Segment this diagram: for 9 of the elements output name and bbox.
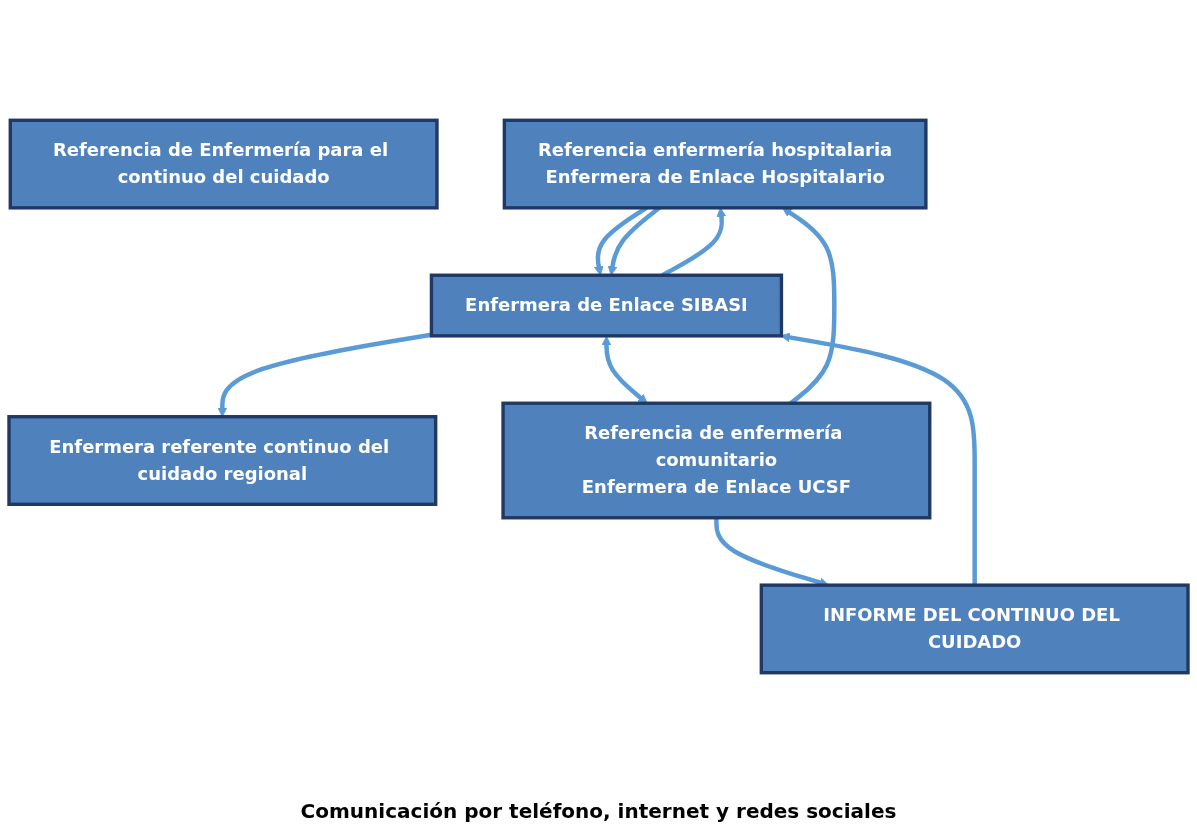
node-box: Referencia enfermería hospitalaria Enfermera de Enlace Hospitalario [502, 118, 928, 210]
arrow [601, 335, 648, 404]
node-box: Referencia de Enfermería para el continuo del cuidado [8, 118, 439, 210]
node-box: INFORME DEL CONTINUO DEL CUIDADO [759, 583, 1190, 675]
node-box: Referencia de enfermería comunitario Enfermera de Enlace UCSF [501, 401, 932, 520]
node-box: Enfermera referente continuo del cuidado regional [7, 415, 438, 506]
node-box: Enfermera de Enlace SIBASI [429, 273, 784, 338]
arrow [780, 332, 977, 586]
caption: Comunicación por teléfono, internet y redes sociales [300, 798, 897, 825]
